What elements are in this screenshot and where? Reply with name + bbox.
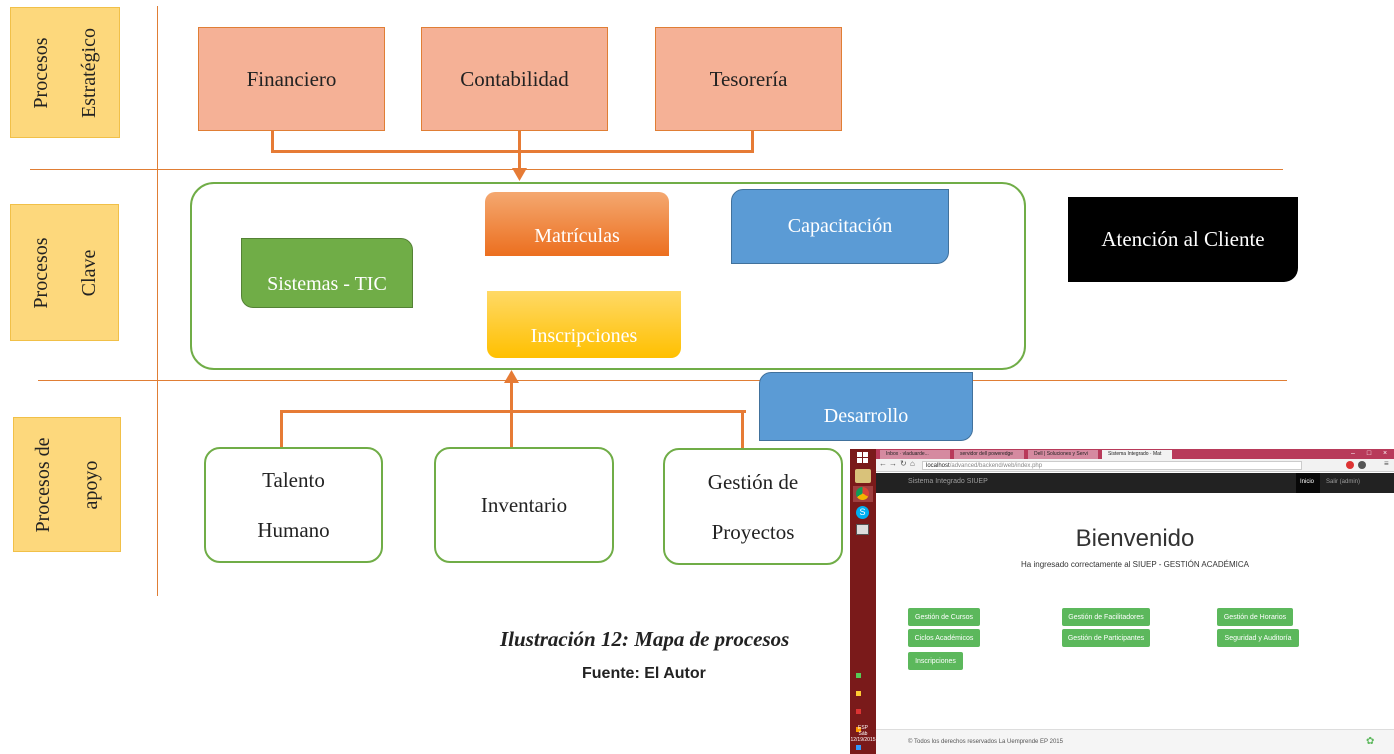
window-icon[interactable] [856,524,869,535]
box-capacitacion: Capacitación [731,189,949,264]
windows-taskbar: S ESP Sáb 12/19/2015 [850,449,876,754]
box-capacitacion-label: Capacitación [787,215,893,237]
row-label-key: Procesos Clave [10,204,119,341]
forward-icon[interactable]: → [889,459,897,468]
connector-strategic-down [518,131,521,171]
divider-strategic-key [30,169,1283,170]
extension-icon[interactable] [1358,461,1366,469]
connector-inventario-up [510,380,513,448]
yii-logo-icon: ✿ [1366,736,1375,747]
back-icon[interactable]: ← [879,459,887,468]
nav-salir[interactable]: Salir (admin) [1326,479,1361,485]
reload-icon[interactable]: ↻ [900,459,907,468]
connector-gestion [741,410,744,450]
connector-financiero [271,131,274,153]
embedded-screenshot: S ESP Sáb 12/19/2015 Inbox · vladuarde..… [850,449,1394,754]
box-atencion-cliente: Atención al Cliente [1068,197,1298,282]
divider-key-support [38,380,1287,381]
file-explorer-icon[interactable] [855,469,871,483]
connector-talento [280,410,283,448]
arrow-down-icon [512,168,527,181]
box-financiero-label: Financiero [246,66,337,91]
row-label-strategic-text: Procesos Estratégico [30,27,100,118]
box-inventario: Inventario [434,447,614,563]
close-icon[interactable]: × [1382,450,1388,457]
connector-strategic-bar [271,150,754,153]
box-inventario-label: Inventario [480,492,568,517]
taskbar-date: 12/19/2015 [850,737,876,743]
address-bar[interactable]: localhost/advanced/backend/web/index.php [922,461,1302,470]
url-host: localhost [926,463,950,469]
row-label-support-text: Procesos de apoyo [32,437,102,532]
vertical-divider [157,6,158,596]
gestion-horarios-button[interactable]: Gestión de Horarios [1217,608,1293,626]
home-icon[interactable]: ⌂ [910,459,915,468]
box-financiero: Financiero [198,27,385,131]
box-gestion-proyectos: Gestión de Proyectos [663,448,843,565]
browser-tab[interactable]: Dell | Soluciones y Servi [1028,450,1098,459]
maximize-icon[interactable]: □ [1366,450,1372,457]
footer-text: © Todos los derechos reservados La Uempr… [908,739,1063,745]
arrow-up-icon [504,370,519,383]
box-matriculas-label: Matrículas [534,224,620,247]
tray-icons [854,667,872,750]
minimize-icon[interactable]: – [1351,450,1355,457]
chrome-icon [856,487,869,500]
gestion-cursos-button[interactable]: Gestión de Cursos [908,608,980,626]
box-contabilidad: Contabilidad [421,27,608,131]
welcome-title: Bienvenido [1075,525,1195,552]
browser-tab-active[interactable]: Sistema Integrado · Mat [1102,450,1172,459]
box-sistemas-tic: Sistemas - TIC [241,238,413,308]
figure-caption: Ilustración 12: Mapa de procesos [500,627,790,651]
gestion-participantes-button[interactable]: Gestión de Participantes [1062,629,1150,647]
navbar-brand[interactable]: Sistema Integrado SIUEP [908,478,988,485]
taskbar-clock: ESP Sáb 12/19/2015 [850,725,876,743]
app-navbar: Sistema Integrado SIUEP Inicio Salir (ad… [876,473,1394,493]
browser-tab[interactable]: servidor dell poweredge [954,450,1024,459]
row-label-strategic: Procesos Estratégico [10,7,120,138]
box-talento-humano: Talento Humano [204,447,383,563]
box-talento-line2: Humano [257,518,330,542]
skype-icon[interactable]: S [856,506,869,519]
box-inscripciones: Inscripciones [487,291,681,358]
row-label-key-text: Procesos Clave [29,236,100,309]
box-desarrollo-label: Desarrollo [823,405,909,427]
box-talento-line1: Talento [262,468,325,492]
seguridad-auditoria-button[interactable]: Seguridad y Auditoría [1217,629,1299,647]
ciclos-academicos-button[interactable]: Ciclos Académicos [908,629,980,647]
taskbar-day: Sáb [858,731,868,737]
box-desarrollo: Desarrollo [759,372,973,441]
browser-toolbar: ← → ↻ ⌂ localhost/advanced/backend/web/i… [876,459,1394,472]
row-label-support: Procesos de apoyo [13,417,121,552]
box-atencion-cliente-label: Atención al Cliente [1101,227,1265,251]
gestion-facilitadores-button[interactable]: Gestión de Facilitadores [1062,608,1150,626]
browser-tab-strip: Inbox · vladuarde... servidor dell power… [876,449,1394,459]
box-matriculas: Matrículas [485,192,669,256]
app-footer: © Todos los derechos reservados La Uempr… [876,729,1394,754]
menu-icon[interactable]: ≡ [1384,459,1389,468]
welcome-subtitle: Ha ingresado correctamente al SIUEP - GE… [1021,560,1249,569]
box-tesoreria: Tesorería [655,27,842,131]
inscripciones-button[interactable]: Inscripciones [908,652,963,670]
nav-inicio[interactable]: Inicio [1300,479,1315,485]
chrome-taskbar-slot[interactable] [853,486,873,502]
url-path: /advanced/backend/web/index.php [949,463,1043,469]
box-contabilidad-label: Contabilidad [460,66,569,91]
box-inscripciones-label: Inscripciones [530,325,638,347]
extension-icon[interactable] [1346,461,1354,469]
connector-tesoreria [751,131,754,153]
box-tesoreria-label: Tesorería [709,66,788,91]
taskbar-lang: ESP [857,725,868,731]
windows-start-icon[interactable] [857,452,869,464]
box-gestion-line2: Proyectos [711,519,795,544]
connector-support-bar [280,410,746,413]
browser-tab[interactable]: Inbox · vladuarde... [880,450,950,459]
box-gestion-line1: Gestión de [707,469,799,494]
box-sistemas-tic-label: Sistemas - TIC [267,272,387,295]
figure-source: Fuente: El Autor [582,665,706,682]
nav-inicio-bg [1296,473,1320,493]
